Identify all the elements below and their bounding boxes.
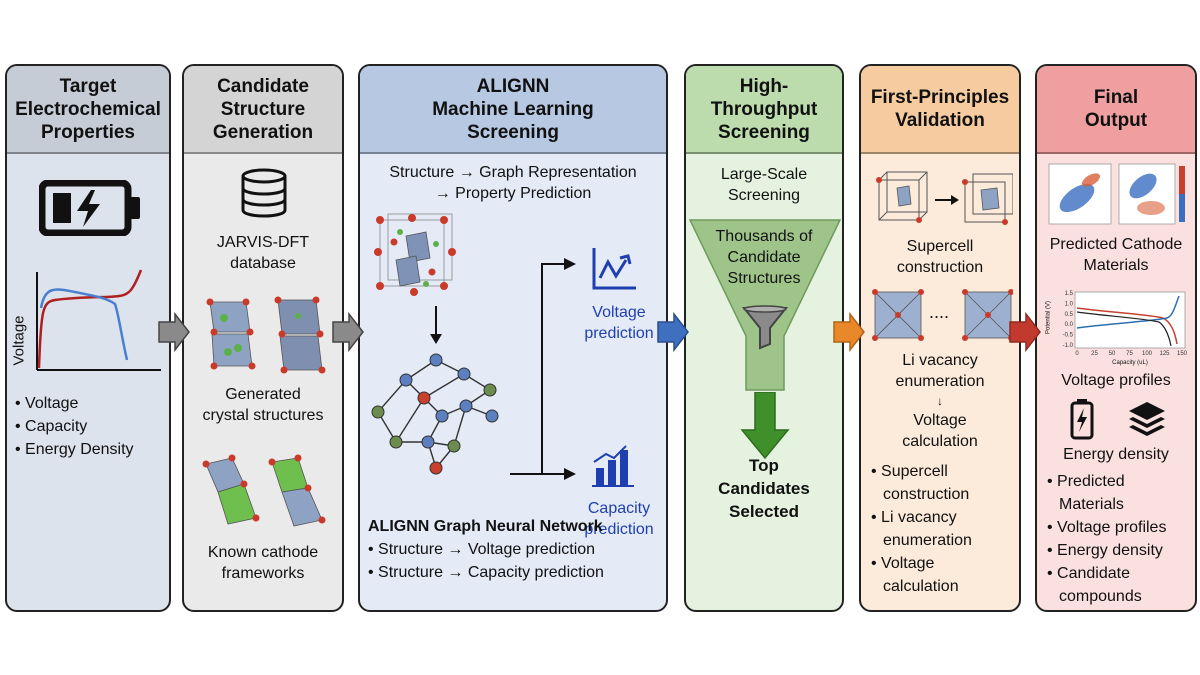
- panel-title: Target Electrochemical Properties: [7, 66, 169, 154]
- final-output-list: • Predicted Materials • Voltage profiles…: [1047, 470, 1195, 608]
- energy-density-label: Energy density: [1063, 446, 1169, 463]
- panel-title: Final Output: [1037, 66, 1195, 154]
- li-vacancy-structures-image: [872, 289, 1013, 341]
- voltage-prediction-label: Voltage prediction: [584, 304, 654, 342]
- panel-final-output: Final Output Predicted Cathode Materials…: [1035, 64, 1197, 612]
- flow-arrow-4: [833, 312, 865, 352]
- list-item: • Structure → Voltage prediction: [368, 541, 596, 558]
- graph-flow-text: Structure → Graph Representation → Prope…: [389, 164, 637, 202]
- x-tick-label: 125: [1159, 351, 1170, 357]
- voltage-profiles-label: Voltage profiles: [1061, 372, 1171, 389]
- y-tick-label: 1.0: [1065, 301, 1074, 307]
- funnel-shape: [688, 219, 842, 391]
- voltage-profile-plot: 1.5 1.0 0.5 0.0 -0.5 -1.00 25 50 75 100 125 150: [1063, 291, 1188, 357]
- branch-arrows: [510, 258, 576, 480]
- y-tick-label: 0.5: [1065, 312, 1074, 318]
- voltage-profile-xlabel: Capacity (uL): [1112, 360, 1148, 366]
- y-tick-label: 1.5: [1065, 291, 1074, 297]
- known-frameworks-label: Known cathode frameworks: [207, 544, 319, 582]
- flow-arrow-3: [657, 312, 689, 352]
- battery-charge-icon: [1070, 399, 1094, 440]
- filter-funnel-icon: [742, 305, 788, 350]
- panel-target-properties: Target Electrochemical Properties Voltag…: [5, 64, 171, 612]
- list-item: • Energy Density: [15, 441, 134, 458]
- voltage-calculation-label: Voltage calculation: [902, 412, 978, 450]
- battery-icon: [39, 180, 140, 236]
- y-tick-label: 0.0: [1065, 322, 1074, 328]
- top-candidates-label: Top Candidates Selected: [718, 456, 810, 521]
- voltage-axis-label: Voltage: [10, 315, 28, 366]
- dots-separator: ....: [928, 302, 949, 322]
- predicted-materials-scatter-image: [1048, 163, 1185, 225]
- x-tick-label: 100: [1142, 351, 1153, 357]
- database-label: JARVIS-DFT database: [216, 234, 310, 272]
- x-tick-label: 0: [1075, 351, 1079, 357]
- predicted-cathode-label: Predicted Cathode Materials: [1049, 236, 1183, 274]
- panel-first-principles-validation: First-Principles Validation Supercell co…: [859, 64, 1021, 612]
- validation-steps-list: • Supercell construction • Li vacancy en…: [871, 460, 1019, 598]
- panel-structure-generation: Candidate Structure Generation JARVIS-DF…: [182, 64, 344, 612]
- flow-arrow-1: [158, 312, 190, 352]
- gnn-title: ALIGNN Graph Neural Network: [368, 518, 603, 535]
- panel-title: First-Principles Validation: [861, 66, 1019, 154]
- x-tick-label: 50: [1109, 351, 1116, 357]
- list-item: • Candidate compounds: [1047, 565, 1142, 605]
- x-tick-label: 75: [1126, 351, 1133, 357]
- voltage-profile-ylabel: Potential (V): [1045, 301, 1052, 335]
- x-tick-label: 25: [1091, 351, 1098, 357]
- list-item: • Structure → Capacity prediction: [368, 564, 604, 581]
- supercell-label: Supercell construction: [896, 238, 984, 276]
- panel-title: ALIGNN Machine Learning Screening: [360, 66, 666, 154]
- list-item: • Voltage: [15, 395, 79, 412]
- down-arrow-green: [740, 392, 790, 460]
- flow-arrow-2: [332, 312, 364, 352]
- generated-crystal-structures-image: [206, 296, 326, 374]
- panel-title: Candidate Structure Generation: [184, 66, 342, 154]
- panel-alignn-screening: ALIGNN Machine Learning Screening Struct…: [358, 64, 668, 612]
- list-item: • Supercell construction: [871, 463, 970, 503]
- layers-icon: [1129, 402, 1165, 436]
- down-arrow: [430, 306, 442, 344]
- graph-network-image: [371, 353, 499, 475]
- panel-high-throughput-screening: High- Throughput Screening Large-Scale S…: [684, 64, 844, 612]
- alignn-prediction-list: • Structure → Voltage prediction • Struc…: [368, 538, 666, 584]
- list-item: • Voltage profiles: [1047, 519, 1167, 536]
- database-icon: [241, 168, 287, 218]
- generated-structures-label: Generated crystal structures: [202, 386, 324, 424]
- list-item: • Capacity: [15, 418, 88, 435]
- li-vacancy-label: Li vacancy enumeration: [895, 352, 985, 390]
- voltage-curve-plot: [36, 269, 161, 371]
- bar-chart-icon: [592, 445, 634, 487]
- small-down-arrow: ↓: [937, 394, 943, 408]
- x-tick-label: 150: [1177, 351, 1188, 357]
- y-tick-label: -0.5: [1063, 333, 1074, 339]
- list-item: • Predicted Materials: [1047, 473, 1125, 513]
- target-properties-list: • Voltage • Capacity • Energy Density: [15, 392, 169, 461]
- voltage-trend-icon: [592, 248, 636, 290]
- supercell-construction-image: [876, 171, 1013, 225]
- list-item: • Li vacancy enumeration: [871, 509, 972, 549]
- large-scale-label: Large-Scale Screening: [720, 166, 808, 204]
- flow-arrow-5: [1009, 312, 1041, 352]
- crystal-structure-image: [374, 213, 456, 296]
- panel-title: High- Throughput Screening: [686, 66, 842, 154]
- y-tick-label: -1.0: [1063, 343, 1074, 349]
- funnel-text: Thousands of Candidate Structures: [715, 228, 813, 287]
- list-item: • Voltage calculation: [871, 555, 959, 595]
- list-item: • Energy density: [1047, 542, 1163, 559]
- known-cathode-frameworks-image: [202, 454, 326, 527]
- capacity-prediction-label: Capacity prediction: [584, 500, 654, 538]
